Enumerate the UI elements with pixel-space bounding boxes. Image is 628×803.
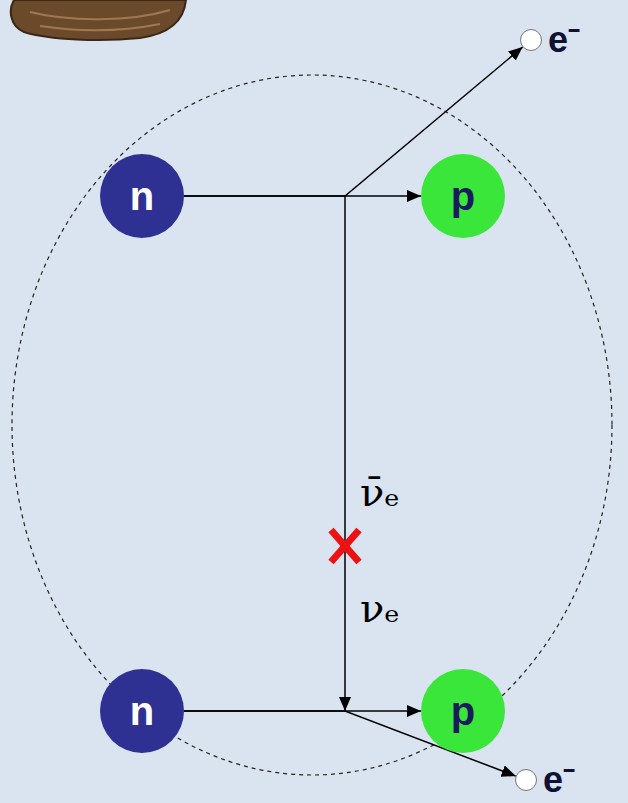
- electron-dot: [515, 769, 537, 791]
- neutron-circle: n: [100, 669, 184, 753]
- neutrino-label: ν̄ₑ: [360, 468, 400, 516]
- photo-fragment: [11, 0, 186, 40]
- particle-symbol: p: [451, 176, 475, 216]
- electron: e⁻: [520, 22, 580, 58]
- electron-label: e⁻: [543, 762, 575, 798]
- proton-circle: p: [421, 669, 505, 753]
- photo-fragment-detail: [30, 10, 170, 30]
- neutrino-line: [344, 196, 346, 711]
- particle-symbol: n: [130, 176, 154, 216]
- electron-label: e⁻: [548, 22, 580, 58]
- nucleus-outline: [12, 75, 612, 775]
- electron-dot: [520, 29, 542, 51]
- proton-circle: p: [421, 154, 505, 238]
- particle-symbol: n: [130, 691, 154, 731]
- particle-symbol: p: [451, 691, 475, 731]
- electron: e⁻: [515, 762, 575, 798]
- neutron-circle: n: [100, 154, 184, 238]
- majorana-cross: [331, 530, 359, 562]
- neutrino-label: νₑ: [360, 584, 400, 632]
